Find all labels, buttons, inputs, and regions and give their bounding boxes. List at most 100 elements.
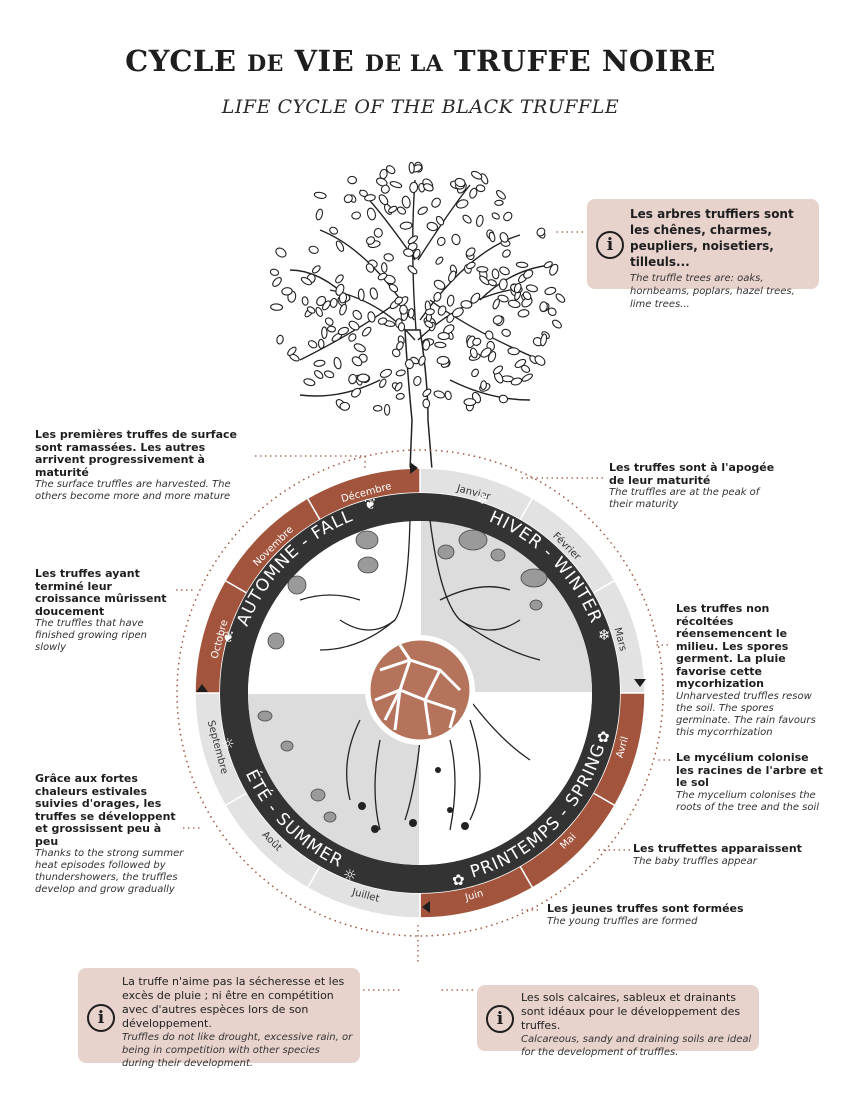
note-summer: Grâce aux fortes chaleurs estivales suiv… — [35, 772, 184, 895]
leaf — [492, 315, 503, 325]
leaf — [470, 292, 481, 304]
leaf — [373, 227, 383, 238]
leaf — [495, 189, 506, 200]
tree-illustration — [269, 161, 566, 471]
leaf — [383, 403, 391, 416]
leaf — [335, 274, 344, 284]
leaf — [485, 330, 494, 340]
leaf — [338, 292, 348, 304]
leaf — [343, 194, 353, 204]
baby-truffles — [358, 767, 469, 833]
leaf — [499, 266, 510, 276]
leaf — [395, 392, 405, 400]
arrow-icon — [422, 901, 430, 913]
leaf — [313, 191, 327, 199]
leaf — [507, 347, 520, 356]
leaf — [348, 320, 360, 331]
maple-leaf-icon: ❦ — [222, 628, 235, 646]
note-january: Les truffes sont à l'apogée de leur matu… — [609, 461, 775, 510]
leaf — [308, 245, 319, 254]
note-december: Les premières truffes de surface sont ra… — [35, 428, 237, 502]
leaf — [275, 247, 287, 258]
note-fr: La truffe n'aime pas la sécheresse et le… — [122, 975, 345, 1030]
leaf — [399, 221, 413, 230]
leaf — [444, 390, 452, 401]
winter-quadrant — [420, 521, 592, 693]
leaf — [351, 211, 362, 220]
leaf — [499, 232, 509, 243]
leaf — [348, 373, 358, 385]
leaf — [470, 170, 483, 180]
leaf — [498, 394, 509, 404]
leaf — [487, 351, 497, 363]
info-box-trees: i Les arbres truffiers sont les chênes, … — [587, 199, 819, 310]
leaf — [476, 266, 489, 273]
leaf — [472, 337, 482, 346]
leaf — [503, 211, 513, 222]
arrow-icon — [410, 462, 418, 474]
note-april: Le mycélium colonise les racines de l'ar… — [676, 751, 823, 813]
leaf — [549, 263, 559, 276]
leaf — [422, 388, 432, 398]
leaf — [394, 382, 403, 392]
note-fr: Les sols calcaires, sableux et drainants… — [521, 991, 741, 1032]
leaf — [487, 279, 497, 287]
leaf — [501, 328, 511, 337]
leaf — [364, 194, 376, 202]
sun-icon: ☼ — [221, 735, 234, 753]
leaf — [366, 207, 377, 221]
note-fr: Les arbres truffiers sont les chênes, ch… — [630, 207, 794, 269]
leaf — [488, 231, 496, 243]
page-subtitle: LIFE CYCLE OF THE BLACK TRUFFLE — [221, 96, 620, 118]
leaf — [423, 183, 434, 192]
leaf — [389, 181, 403, 189]
leaf — [521, 297, 533, 308]
leaf — [407, 265, 418, 275]
leaf — [435, 256, 444, 265]
leaf — [352, 309, 363, 320]
leaf — [276, 334, 284, 345]
leaf — [315, 306, 323, 317]
truffles — [257, 529, 548, 823]
leaf — [520, 364, 531, 373]
leaf — [507, 299, 521, 309]
leaf — [353, 343, 366, 353]
leaf — [281, 287, 293, 296]
leaf — [437, 332, 450, 341]
leaf — [335, 283, 345, 296]
note-march: Les truffes non récoltées réensemencent … — [676, 602, 816, 738]
leaf — [454, 177, 466, 188]
leaf — [307, 340, 318, 349]
leaf — [436, 236, 446, 247]
leaf — [422, 339, 431, 351]
leaf — [525, 284, 539, 293]
leaf — [480, 380, 487, 391]
leaf — [539, 301, 548, 312]
note-en: The truffle trees are: oaks, hornbeams, … — [630, 273, 795, 310]
note-en: Calcareous, sandy and draining soils are… — [521, 1034, 752, 1058]
leaf — [380, 184, 390, 194]
leaf — [469, 347, 478, 359]
month-label: Juin — [463, 888, 485, 904]
leaf — [435, 215, 445, 226]
note-november: Les truffes ayant terminé leur croissanc… — [35, 567, 167, 653]
info-box-soils: i Les sols calcaires, sableux et drainan… — [477, 985, 759, 1058]
leaf — [324, 317, 334, 326]
leaf — [323, 370, 335, 379]
leaf — [522, 291, 532, 301]
leaf — [536, 227, 546, 237]
leaf — [301, 296, 309, 306]
leaf — [311, 265, 321, 274]
leaf — [424, 320, 434, 329]
leaf — [433, 279, 446, 290]
leaf — [387, 205, 398, 214]
leaf — [465, 247, 476, 257]
info-icon: i — [486, 1005, 514, 1033]
leaf — [287, 346, 297, 357]
leaf — [407, 308, 415, 319]
leaf — [466, 261, 476, 270]
summer-quadrant — [248, 693, 420, 865]
leaf — [326, 325, 337, 333]
